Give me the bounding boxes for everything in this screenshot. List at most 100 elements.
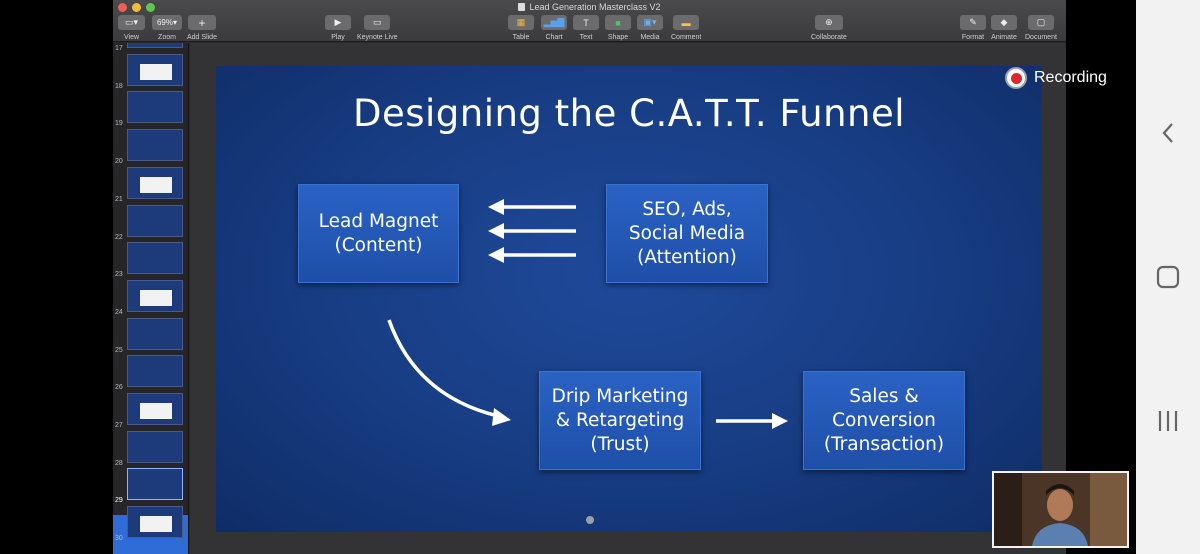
text-icon: T bbox=[573, 15, 599, 30]
shape-icon: ■ bbox=[605, 15, 631, 30]
slide-thumbnail-content bbox=[140, 516, 172, 532]
play-icon: ▶ bbox=[325, 15, 351, 30]
view-button[interactable]: ▭▾ View bbox=[118, 15, 145, 41]
slide-thumbnail[interactable] bbox=[127, 506, 183, 538]
close-window-button[interactable] bbox=[118, 3, 127, 12]
curved-arrow bbox=[387, 319, 511, 426]
left-arrow bbox=[488, 223, 576, 239]
recent-apps-icon[interactable] bbox=[1158, 411, 1178, 431]
sidebar-view-icon: ▭▾ bbox=[118, 15, 145, 30]
zoom-value: 69%▾ bbox=[152, 15, 182, 30]
webcam-preview[interactable] bbox=[992, 471, 1129, 548]
document-button[interactable]: ▢ Document bbox=[1025, 15, 1057, 41]
slide-thumbnail[interactable] bbox=[127, 205, 183, 237]
text-button[interactable]: T Text bbox=[573, 15, 599, 41]
slide-thumbnail[interactable] bbox=[127, 468, 183, 500]
chart-icon: ▂▅▇ bbox=[541, 15, 567, 30]
slide-number: 18 bbox=[115, 83, 123, 90]
title-bar: Lead Generation Masterclass V2 ▭▾ View 6… bbox=[113, 0, 1066, 42]
home-icon[interactable] bbox=[1156, 265, 1180, 289]
slide-thumbnail-content bbox=[140, 290, 172, 306]
drip-marketing-box[interactable]: Drip Marketing & Retargeting (Trust) bbox=[539, 371, 701, 470]
keynote-live-icon: ▭ bbox=[364, 15, 391, 30]
keynote-live-button[interactable]: ▭ Keynote Live bbox=[357, 15, 398, 41]
box-line: SEO, Ads, bbox=[642, 198, 732, 220]
slide-thumbnail[interactable] bbox=[127, 129, 183, 161]
slide-thumbnail-content bbox=[140, 403, 172, 419]
shape-button[interactable]: ■ Shape bbox=[605, 15, 631, 41]
zoom-window-button[interactable] bbox=[146, 3, 155, 12]
document-title-text: Lead Generation Masterclass V2 bbox=[529, 2, 661, 12]
right-arrow bbox=[716, 413, 788, 429]
paintbrush-icon: ✎ bbox=[960, 15, 986, 30]
slide-number: 23 bbox=[115, 271, 123, 278]
slide-number: 28 bbox=[115, 460, 123, 467]
comment-button[interactable]: ▬ Comment bbox=[671, 15, 701, 41]
chart-button[interactable]: ▂▅▇ Chart bbox=[541, 15, 567, 41]
play-button[interactable]: ▶ Play bbox=[325, 15, 351, 41]
left-arrow bbox=[488, 247, 576, 263]
box-line: & Retargeting bbox=[555, 409, 685, 431]
slide-thumbnail[interactable] bbox=[127, 167, 183, 199]
slide-canvas[interactable]: Designing the C.A.T.T. Funnel Lead Magne… bbox=[190, 43, 1066, 554]
plus-icon: + bbox=[187, 15, 216, 30]
box-line: Lead Magnet bbox=[318, 210, 439, 232]
slide-number: 27 bbox=[115, 422, 123, 429]
minimize-window-button[interactable] bbox=[132, 3, 141, 12]
slide-number: 26 bbox=[115, 384, 123, 391]
document-inspector-icon: ▢ bbox=[1027, 15, 1054, 30]
slide-number: 21 bbox=[115, 196, 123, 203]
left-arrow bbox=[488, 199, 576, 215]
android-nav-icons bbox=[1156, 123, 1180, 431]
slide-thumbnail[interactable] bbox=[127, 43, 183, 48]
arrows-layer bbox=[387, 199, 788, 429]
slide-thumbnail[interactable] bbox=[127, 280, 183, 312]
table-button[interactable]: ▦ Table bbox=[508, 15, 534, 41]
box-line: Sales & bbox=[849, 385, 919, 407]
slide-thumbnail[interactable] bbox=[127, 318, 183, 350]
back-icon[interactable] bbox=[1162, 123, 1173, 143]
box-line: Conversion bbox=[832, 409, 936, 431]
slide-number: 24 bbox=[115, 309, 123, 316]
recording-indicator[interactable]: Recording bbox=[1005, 66, 1135, 90]
box-line: Social Media bbox=[628, 222, 746, 244]
collaborate-button[interactable]: ⊕ Collaborate bbox=[811, 15, 847, 41]
page-indicator-dot bbox=[586, 516, 594, 524]
box-line: (Content) bbox=[334, 234, 423, 256]
slide-thumbnail[interactable] bbox=[127, 91, 183, 123]
box-line: (Trust) bbox=[590, 433, 650, 455]
collaborate-icon: ⊕ bbox=[814, 15, 843, 30]
slide-title[interactable]: Designing the C.A.T.T. Funnel bbox=[352, 92, 906, 135]
slide-thumbnail-content bbox=[140, 177, 172, 193]
slide-number: 19 bbox=[115, 120, 123, 127]
media-button[interactable]: ▣▾ Media bbox=[637, 15, 663, 41]
document-icon bbox=[518, 3, 526, 11]
slide-number: 20 bbox=[115, 158, 123, 165]
slide-thumbnail[interactable] bbox=[127, 355, 183, 387]
sales-conversion-box[interactable]: Sales & Conversion (Transaction) bbox=[803, 371, 965, 470]
format-button[interactable]: ✎ Format bbox=[960, 15, 986, 41]
presenter-video bbox=[994, 473, 1127, 546]
box-line: (Attention) bbox=[637, 246, 737, 268]
animate-button[interactable]: ◆ Animate bbox=[991, 15, 1017, 41]
animate-icon: ◆ bbox=[991, 15, 1017, 30]
android-navigation-bar bbox=[1136, 0, 1200, 554]
lead-magnet-box[interactable]: Lead Magnet (Content) bbox=[298, 184, 459, 283]
slide-thumbnail[interactable] bbox=[127, 393, 183, 425]
slide-thumbnail[interactable] bbox=[127, 54, 183, 86]
add-slide-button[interactable]: + Add Slide bbox=[187, 15, 217, 41]
document-title: Lead Generation Masterclass V2 bbox=[113, 2, 1066, 12]
slide-thumbnail[interactable] bbox=[127, 242, 183, 274]
slide-number: 30 bbox=[115, 535, 123, 542]
slide-number: 17 bbox=[115, 45, 123, 52]
zoom-menu[interactable]: 69%▾ Zoom bbox=[152, 15, 182, 41]
box-line: (Transaction) bbox=[823, 433, 945, 455]
current-slide[interactable]: Designing the C.A.T.T. Funnel Lead Magne… bbox=[216, 66, 1042, 532]
slide-thumbnail[interactable] bbox=[127, 431, 183, 463]
slide-number: 29 bbox=[115, 497, 123, 504]
seo-ads-box[interactable]: SEO, Ads, Social Media (Attention) bbox=[606, 184, 768, 283]
slide-thumbnail-content bbox=[140, 64, 172, 80]
slide-number: 22 bbox=[115, 234, 123, 241]
